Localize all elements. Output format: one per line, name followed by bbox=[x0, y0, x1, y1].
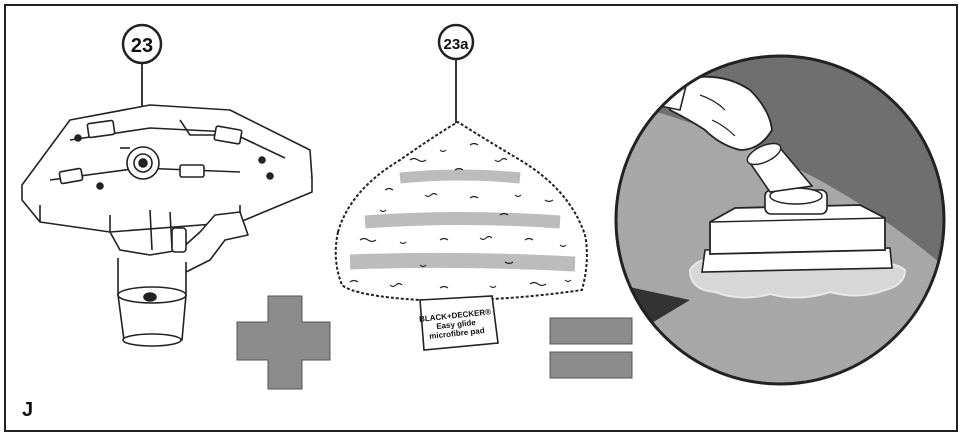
plus-sign-icon bbox=[237, 296, 330, 389]
figure-letter: J bbox=[22, 399, 33, 422]
callout-23a-label: 23a bbox=[443, 36, 469, 53]
callout-23-label: 23 bbox=[131, 35, 153, 57]
assembled-mop-view bbox=[600, 40, 960, 400]
equals-sign-icon bbox=[550, 318, 632, 378]
